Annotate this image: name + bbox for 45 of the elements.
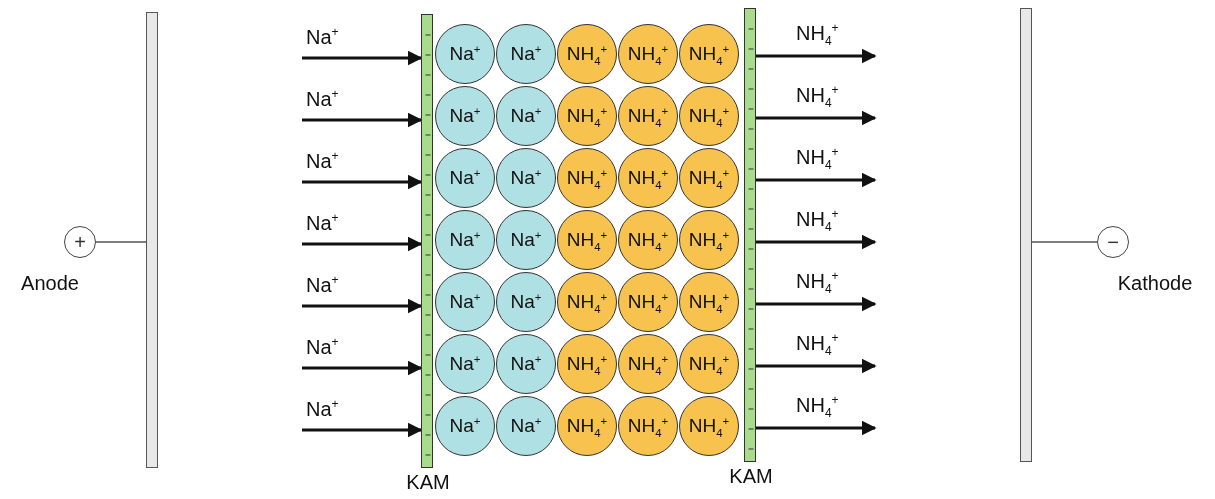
arrow <box>302 50 423 66</box>
electrode-bar <box>146 12 158 468</box>
ion-circle: Na$^{+}$ <box>496 334 556 394</box>
arrow <box>302 360 423 376</box>
electrode-bar <box>1020 8 1032 462</box>
ion-label: Na$^{+}$ <box>306 26 339 49</box>
ion-circle: Na$^{+}$ <box>496 24 556 84</box>
connector-line <box>1031 241 1098 243</box>
membrane-label: KAM <box>406 471 450 494</box>
membrane-label: KAM <box>729 465 773 488</box>
ion-circle: Na$^{+}$ <box>435 396 495 456</box>
connector-line <box>95 241 147 243</box>
terminal-circle: − <box>1097 226 1129 258</box>
arrow <box>756 296 877 312</box>
terminal-circle: + <box>64 226 96 258</box>
arrow <box>756 234 877 250</box>
ion-circle: Na$^{+}$ <box>435 334 495 394</box>
arrow <box>302 112 423 128</box>
ion-label: Na$^{+}$ <box>306 336 339 359</box>
arrow <box>302 236 423 252</box>
arrow <box>756 358 877 374</box>
ion-circle: Na$^{+}$ <box>496 148 556 208</box>
ion-circle: Na$^{+}$ <box>435 86 495 146</box>
ion-label: Na$^{+}$ <box>306 88 339 111</box>
arrow <box>756 420 877 436</box>
ion-circle: Na$^{+}$ <box>435 148 495 208</box>
ion-circle: Na$^{+}$ <box>496 272 556 332</box>
arrow <box>302 298 423 314</box>
ion-circle: Na$^{+}$ <box>435 272 495 332</box>
ion-label: Na$^{+}$ <box>306 212 339 235</box>
arrow <box>302 422 423 438</box>
ion-circle: Na$^{+}$ <box>496 396 556 456</box>
arrow <box>756 110 877 126</box>
ion-circle: Na$^{+}$ <box>496 210 556 270</box>
ion-label: Na$^{+}$ <box>306 150 339 173</box>
arrow <box>756 172 877 188</box>
electrode-label: Anode <box>21 272 79 295</box>
ion-circle: Na$^{+}$ <box>435 24 495 84</box>
ion-circle: Na$^{+}$ <box>496 86 556 146</box>
arrow <box>302 174 423 190</box>
electrode-label: Kathode <box>1117 272 1193 295</box>
arrow <box>756 48 877 64</box>
ion-label: Na$^{+}$ <box>306 398 339 421</box>
ion-circle: Na$^{+}$ <box>435 210 495 270</box>
ion-label: Na$^{+}$ <box>306 274 339 297</box>
